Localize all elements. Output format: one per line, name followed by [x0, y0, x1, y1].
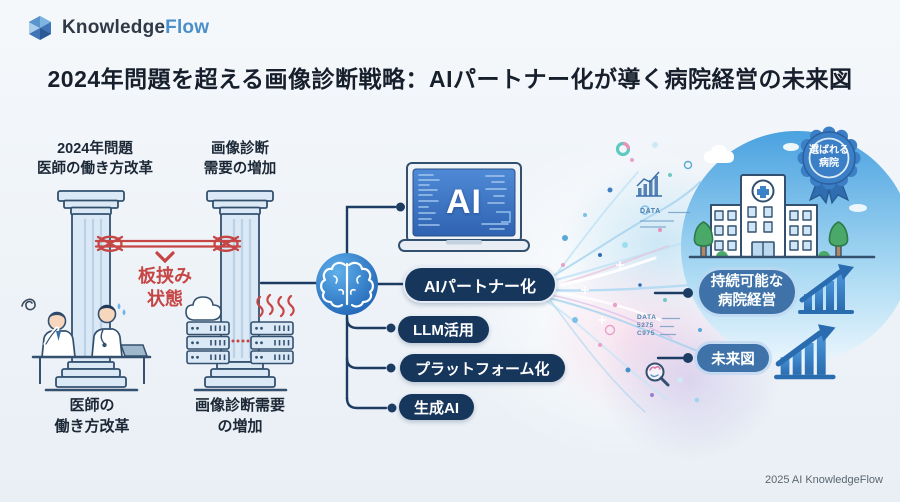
cloud-icon — [783, 143, 799, 151]
dizzy-scribble-icon — [21, 298, 36, 311]
ai-brain-icon — [316, 253, 378, 315]
server-racks-illustration — [185, 293, 295, 365]
outcome-pill-future: 未来図 — [697, 344, 769, 372]
solution-pill-llm: LLM活用 — [398, 316, 489, 343]
heat-squiggle-icon — [277, 295, 285, 318]
outcome-pill-sustainable: 持続可能な 病院経営 — [699, 270, 795, 314]
heat-squiggle-icon — [287, 294, 295, 317]
left-pillar-heading: 2024年問題 医師の働き方改革 — [37, 141, 153, 178]
bush-icon — [818, 251, 830, 257]
donut-chart-icon — [615, 141, 631, 157]
solution-pill-genai: 生成AI — [399, 394, 475, 420]
stream-data-label: DATA — [640, 208, 661, 215]
solution-pill-platform: プラットフォーム化 — [400, 354, 565, 382]
right-pillar-heading: 画像診断 需要の増加 — [203, 141, 277, 178]
left-pillar-caption: 医師の 働き方改革 — [54, 397, 130, 435]
laptop-side-icon — [119, 344, 149, 357]
magnifier-brain-icon — [645, 362, 670, 387]
ai-screen-label: AI — [446, 183, 482, 221]
hospital-building — [710, 174, 818, 258]
brand-logo: KnowledgeFlow — [26, 14, 209, 42]
stream-code-label: 5275 — [637, 322, 654, 329]
squeeze-state-label: 板挟み 状態 — [138, 266, 192, 309]
heat-squiggle-icon — [266, 293, 274, 316]
right-pillar-caption: 画像診断需要 の増加 — [194, 397, 285, 435]
data-stream-swooshes — [538, 171, 708, 413]
stressed-doctors-illustration — [21, 298, 152, 384]
squeeze-rope — [94, 235, 242, 264]
cloud-icon — [185, 296, 222, 321]
page-title: 2024年問題を超える画像診断戦略：AIパートナー化が導く病院経営の未来図 — [47, 66, 853, 92]
knowledgeflow-logo-icon — [29, 16, 51, 40]
outcome-connectors — [653, 288, 693, 363]
solution-connectors — [259, 202, 405, 413]
award-badge-label: 選ばれる 病院 — [809, 145, 849, 169]
award-badge-icon — [797, 126, 861, 205]
data-dash-lines — [640, 211, 690, 336]
solution-pill-ai-partner: AIパートナー化 — [403, 266, 558, 303]
hospital-scene — [681, 131, 900, 363]
chevron-down-icon — [155, 251, 175, 264]
cloud-icon — [704, 145, 734, 163]
ai-laptop-illustration — [398, 162, 530, 252]
tree-icon — [693, 221, 714, 258]
stream-data-label: DATA — [637, 314, 657, 321]
logo-text-primary: Knowledge — [62, 17, 166, 38]
mini-bar-chart-icon — [636, 171, 662, 197]
stream-code-label: C975 — [637, 330, 655, 337]
cloud-icon — [849, 204, 867, 212]
logo-text-accent: Flow — [165, 17, 210, 38]
footer-credit: 2025 AI KnowledgeFlow — [764, 474, 883, 486]
bush-icon — [716, 251, 728, 257]
